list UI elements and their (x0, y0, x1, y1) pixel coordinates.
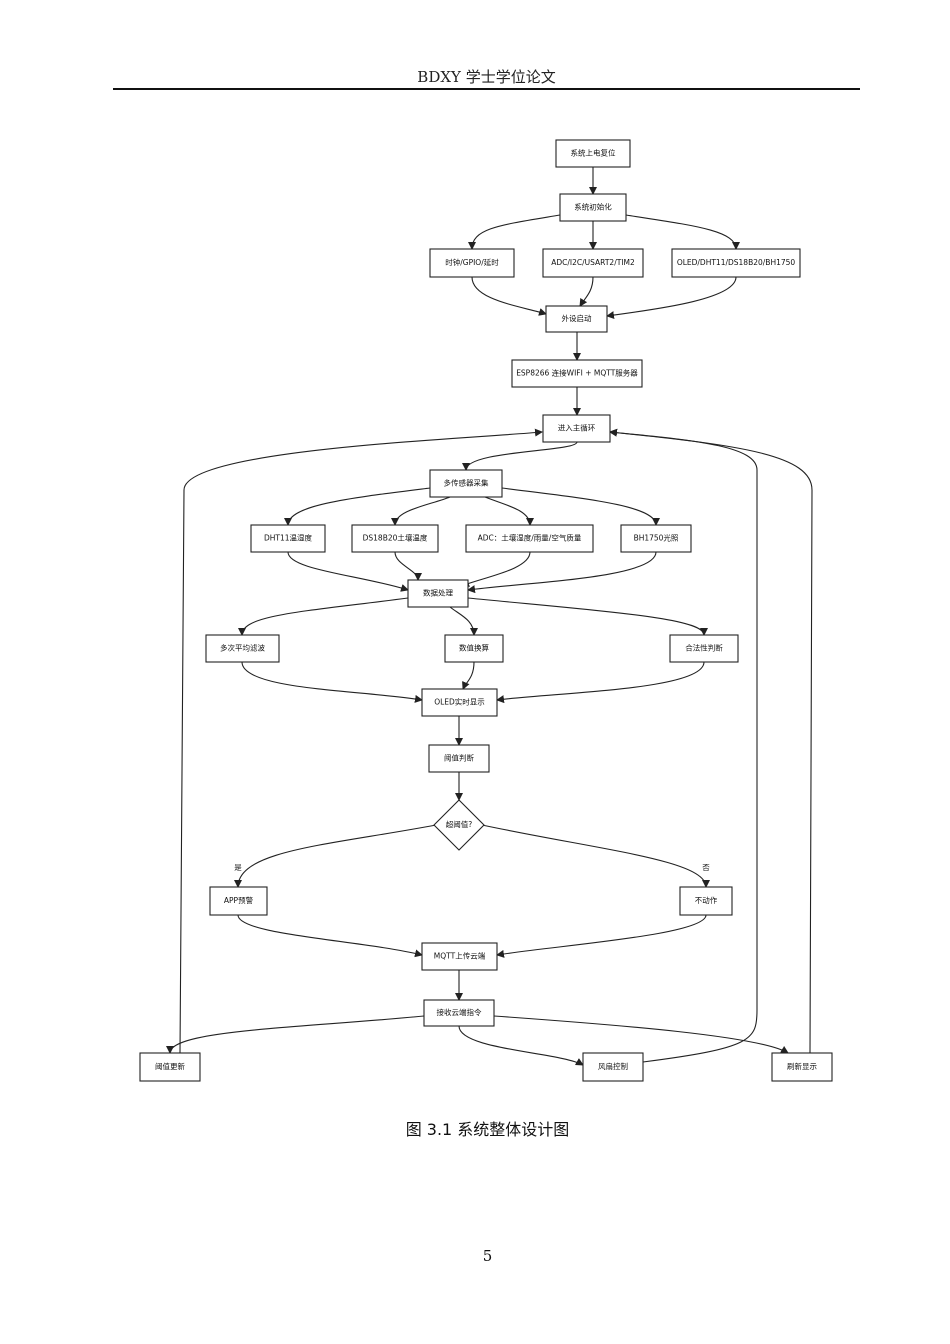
node-oled-display: OLED实时显示 (421, 688, 498, 717)
node-oled-sensors: OLED/DHT11/DS18B20/BH1750 (671, 248, 801, 278)
node-oled-sensors-label: OLED/DHT11/DS18B20/BH1750 (677, 258, 796, 267)
node-value-conv-label: 数值换算 (459, 643, 489, 653)
node-init: 系统初始化 (559, 193, 627, 222)
node-power-on-label: 系统上电复位 (571, 148, 616, 158)
node-threshold-update: 阈值更新 (139, 1052, 201, 1082)
node-clock-label: 时钟/GPIO/延时 (445, 257, 499, 267)
node-dht11: DHT11温湿度 (250, 524, 326, 553)
node-adc-bus: ADC/I2C/USART2/TIM2 (542, 248, 644, 278)
node-no-action-label: 不动作 (695, 895, 718, 905)
node-value-conv: 数值换算 (444, 634, 504, 663)
node-validity-label: 合法性判断 (685, 643, 723, 653)
node-power-on: 系统上电复位 (555, 139, 631, 168)
header-rule (113, 88, 860, 90)
flow-edges (166, 167, 813, 1066)
node-adc-soil: ADC：土壤湿度/雨量/空气质量 (465, 524, 594, 553)
node-main-loop-label: 进入主循环 (558, 423, 596, 433)
node-multi-sensor: 多传感器采集 (429, 469, 503, 498)
node-data-proc: 数据处理 (407, 579, 469, 608)
node-adc-soil-label: ADC：土壤湿度/雨量/空气质量 (478, 533, 582, 543)
node-cloud-cmd: 接收云端指令 (423, 999, 495, 1027)
node-adc-bus-label: ADC/I2C/USART2/TIM2 (551, 258, 635, 267)
node-ds18b20: DS18B20土壤温度 (351, 524, 439, 553)
node-cloud-cmd-label: 接收云端指令 (437, 1007, 482, 1017)
node-esp8266: ESP8266 连接WIFI + MQTT服务器 (511, 359, 643, 388)
node-validity: 合法性判断 (669, 634, 739, 663)
node-main-loop: 进入主循环 (542, 414, 611, 443)
node-bh1750-label: BH1750光照 (634, 533, 679, 543)
node-ds18b20-label: DS18B20土壤温度 (363, 533, 428, 543)
node-peripheral-start-label: 外设启动 (562, 313, 592, 323)
node-refresh-display-label: 刷新显示 (787, 1061, 817, 1071)
node-mqtt-upload-label: MQTT上传云端 (434, 951, 486, 961)
page-number: 5 (482, 1247, 493, 1265)
node-init-label: 系统初始化 (574, 202, 612, 212)
node-over-threshold: 超阈值? (433, 799, 485, 851)
node-esp8266-label: ESP8266 连接WIFI + MQTT服务器 (516, 368, 638, 378)
figure-caption: 图 3.1 系统整体设计图 (405, 1120, 570, 1139)
node-multi-sensor-label: 多传感器采集 (444, 478, 489, 488)
node-bh1750: BH1750光照 (620, 524, 692, 553)
node-avg-filter: 多次平均滤波 (205, 634, 280, 663)
node-threshold-judge-label: 阈值判断 (444, 753, 474, 763)
node-oled-display-label: OLED实时显示 (434, 697, 485, 707)
node-mqtt-upload: MQTT上传云端 (421, 942, 498, 971)
node-app-alarm: APP预警 (209, 886, 268, 916)
edge-label-no: 否 (702, 863, 710, 872)
node-fan-control: 风扇控制 (582, 1052, 644, 1082)
node-data-proc-label: 数据处理 (423, 588, 453, 598)
page-header: BDXY 学士学位论文 (417, 68, 556, 86)
node-refresh-display: 刷新显示 (771, 1052, 833, 1082)
node-dht11-label: DHT11温湿度 (264, 533, 313, 543)
node-threshold-judge: 阈值判断 (428, 744, 490, 773)
edge-label-yes: 是 (234, 863, 242, 872)
node-peripheral-start: 外设启动 (545, 305, 608, 333)
node-no-action: 不动作 (679, 886, 733, 916)
node-threshold-update-label: 阈值更新 (155, 1061, 185, 1071)
node-app-alarm-label: APP预警 (224, 895, 254, 905)
node-fan-control-label: 风扇控制 (598, 1061, 628, 1071)
node-over-threshold-label: 超阈值? (446, 819, 472, 829)
node-clock: 时钟/GPIO/延时 (429, 248, 515, 278)
node-avg-filter-label: 多次平均滤波 (220, 643, 265, 653)
